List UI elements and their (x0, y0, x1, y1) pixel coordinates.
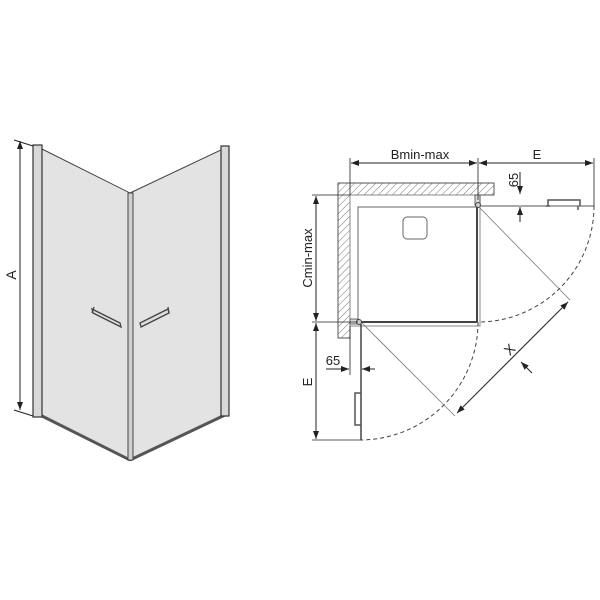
width-label: Bmin-max (391, 147, 450, 162)
top-offset-label: 65 (506, 173, 521, 187)
left-door-swing-arc (359, 321, 479, 441)
perspective-view: A (3, 139, 230, 462)
right-glass-panel (129, 147, 226, 461)
left-glass-panel (39, 147, 131, 461)
shower-tray-outline (349, 194, 481, 327)
diagonal-label: X (501, 340, 519, 358)
left-clearance-label: E (300, 377, 315, 386)
left-door-open-handle (354, 392, 361, 426)
left-door-handle (91, 306, 122, 329)
left-offset-label: 65 (326, 353, 340, 368)
wall-hatching (337, 182, 495, 339)
left-wall-profile (32, 144, 43, 418)
depth-label: Cmin-max (300, 228, 315, 288)
height-dimension (13, 139, 34, 417)
drain-icon (402, 216, 428, 240)
top-clearance-label: E (533, 147, 542, 162)
shower-tray (357, 206, 478, 323)
height-label: A (3, 270, 19, 280)
right-hinge (475, 202, 481, 208)
right-wall-profile (220, 145, 230, 417)
plan-view: X Bmin-max E 65 Cmin-max E 65 (300, 147, 595, 441)
diagonal-dimension (456, 301, 569, 414)
center-door-edge (127, 192, 134, 461)
right-door-handle (139, 306, 170, 328)
right-door-open-handle (546, 199, 581, 210)
